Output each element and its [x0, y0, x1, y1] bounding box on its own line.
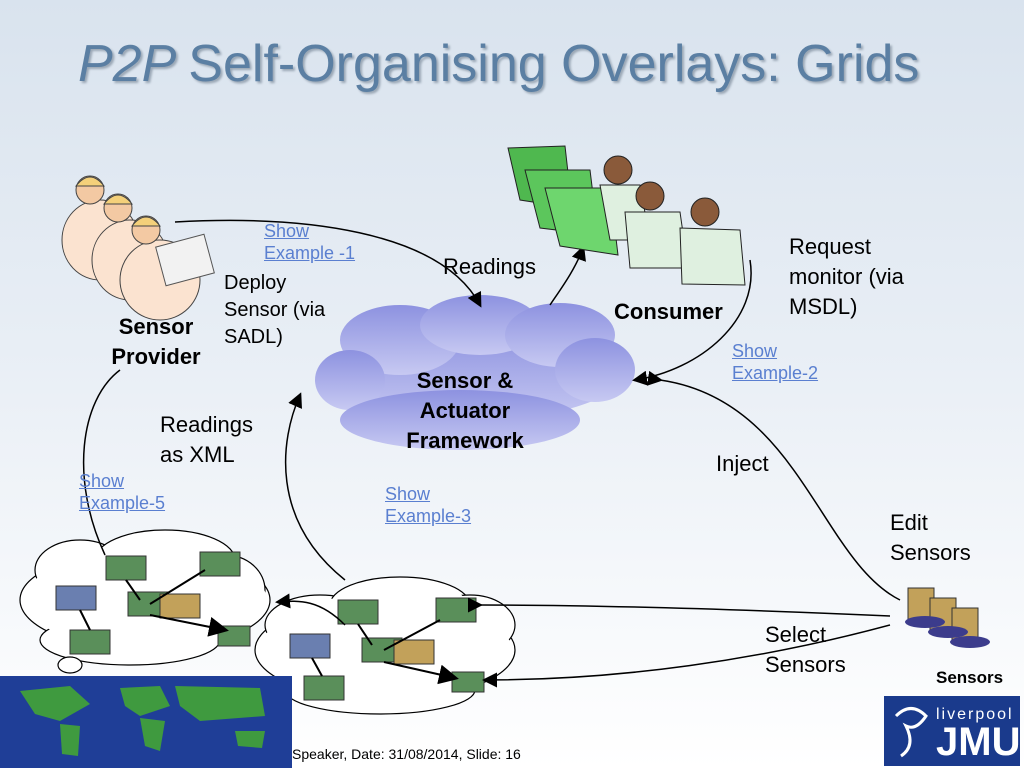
readings-label: Readings: [443, 254, 536, 279]
grid-nodes-right: [289, 597, 485, 701]
title-rest: Self-Organising Overlays: Grids: [188, 35, 920, 93]
consumer-clipart: [507, 145, 746, 286]
show-example-2-link[interactable]: Show Example-2: [732, 341, 819, 383]
grid-nodes-left: [55, 551, 251, 655]
sensors-label: Sensors: [936, 668, 1004, 687]
show-example-1-link[interactable]: Show Example -1: [264, 221, 356, 263]
title-prefix: P2P: [78, 35, 177, 93]
arrows: [82, 219, 901, 688]
sensor-provider-clipart: [61, 175, 215, 321]
sensors-clipart: [905, 587, 990, 648]
show-example-5-link[interactable]: Show Example-5: [79, 471, 166, 513]
framework-cloud: [315, 295, 635, 450]
deploy-label: Deploy Sensor (via SADL): [224, 272, 326, 348]
sensor-provider-label: Sensor Provider: [111, 314, 201, 369]
edit-sensors-label: Edit Sensors: [890, 510, 971, 565]
logo-big-text: JMU: [936, 720, 1021, 764]
request-monitor-label: Request monitor (via MSDL): [789, 234, 904, 319]
inject-label: Inject: [716, 451, 769, 476]
logo-small-text: liverpool: [936, 706, 1014, 723]
readings-xml-label: Readings as XML: [160, 412, 253, 467]
world-map-image: [0, 676, 292, 768]
consumer-label: Consumer: [614, 299, 723, 324]
show-example-3-link[interactable]: Show Example-3: [385, 484, 472, 526]
slide-footer: Speaker, Date: 31/08/2014, Slide: 16: [292, 746, 521, 762]
select-sensors-label: Select Sensors: [765, 622, 846, 677]
jmu-logo: liverpool JMU: [884, 696, 1020, 766]
framework-label: Sensor & Actuator Framework: [406, 368, 524, 453]
